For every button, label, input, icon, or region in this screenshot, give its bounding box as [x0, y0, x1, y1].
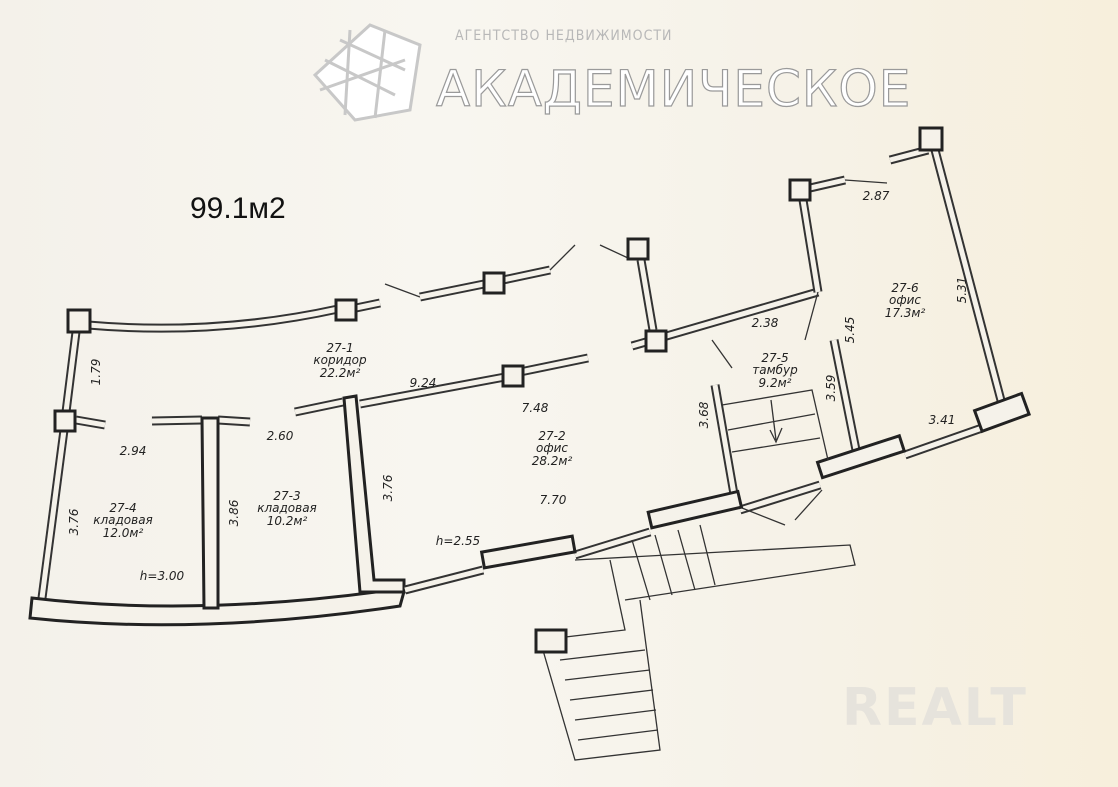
- svg-text:27-6: 27-6: [891, 281, 919, 295]
- room-label-27-4: 27-4 кладовая 12.0м²: [93, 501, 153, 540]
- svg-text:7.48: 7.48: [522, 401, 549, 415]
- svg-text:тамбур: тамбур: [752, 363, 798, 377]
- walls: [28, 145, 1032, 627]
- room-label-27-6: 27-6 офис 17.3м²: [885, 281, 926, 320]
- stairs: [534, 389, 856, 761]
- svg-text:1.79: 1.79: [89, 359, 103, 386]
- realt-watermark: REALT: [842, 678, 1028, 738]
- svg-text:12.0м²: 12.0м²: [103, 526, 144, 540]
- svg-text:3.59: 3.59: [824, 375, 838, 402]
- svg-text:9.2м²: 9.2м²: [759, 376, 792, 390]
- svg-text:кладовая: кладовая: [93, 513, 153, 527]
- dimension-labels: 1.79 2.94 3.76 3.86 2.60 3.76 9.24 7.48 …: [67, 189, 969, 583]
- svg-text:10.2м²: 10.2м²: [267, 514, 308, 528]
- svg-text:3.76: 3.76: [67, 508, 81, 535]
- total-area: 99.1м2: [190, 192, 286, 225]
- svg-text:17.3м²: 17.3м²: [885, 306, 926, 320]
- room-label-27-3: 27-3 кладовая 10.2м²: [257, 489, 317, 528]
- columns: [53, 126, 944, 433]
- room-label-27-5: 27-5 тамбур 9.2м²: [752, 351, 798, 390]
- cube-logo-icon: [312, 23, 422, 122]
- svg-text:27-3: 27-3: [273, 489, 300, 503]
- svg-text:2.60: 2.60: [267, 429, 294, 443]
- svg-text:2.38: 2.38: [752, 316, 779, 330]
- room-label-27-1: 27-1 коридор 22.2м²: [313, 341, 367, 380]
- svg-text:3.76: 3.76: [381, 474, 395, 501]
- agency-logo: АГЕНТСТВО НЕДВИЖИМОСТИ АКАДЕМИЧЕСКОЕ: [312, 23, 911, 122]
- svg-text:27-4: 27-4: [109, 501, 136, 515]
- svg-text:коридор: коридор: [313, 353, 367, 367]
- logo-name: АКАДЕМИЧЕСКОЕ: [436, 60, 911, 118]
- svg-text:2.94: 2.94: [120, 444, 147, 458]
- svg-text:27-1: 27-1: [326, 341, 353, 355]
- svg-text:22.2м²: 22.2м²: [320, 366, 361, 380]
- svg-text:7.70: 7.70: [540, 493, 567, 507]
- svg-text:27-5: 27-5: [761, 351, 788, 365]
- svg-text:офис: офис: [889, 293, 921, 307]
- ceiling-height-label: h=3.00: [140, 569, 185, 583]
- svg-text:3.41: 3.41: [929, 413, 956, 427]
- svg-text:кладовая: кладовая: [257, 501, 317, 515]
- svg-text:28.2м²: 28.2м²: [532, 454, 573, 468]
- ceiling-height-label: h=2.55: [436, 534, 480, 548]
- svg-text:3.86: 3.86: [227, 499, 241, 526]
- svg-text:5.31: 5.31: [955, 277, 969, 304]
- room-label-27-2: 27-2 офис 28.2м²: [532, 429, 573, 468]
- svg-text:офис: офис: [536, 441, 568, 455]
- svg-text:2.87: 2.87: [863, 189, 890, 203]
- svg-text:27-2: 27-2: [538, 429, 565, 443]
- svg-text:9.24: 9.24: [410, 376, 437, 390]
- svg-text:3.68: 3.68: [697, 401, 711, 428]
- svg-text:5.45: 5.45: [843, 317, 857, 344]
- logo-subtitle: АГЕНТСТВО НЕДВИЖИМОСТИ: [455, 28, 672, 44]
